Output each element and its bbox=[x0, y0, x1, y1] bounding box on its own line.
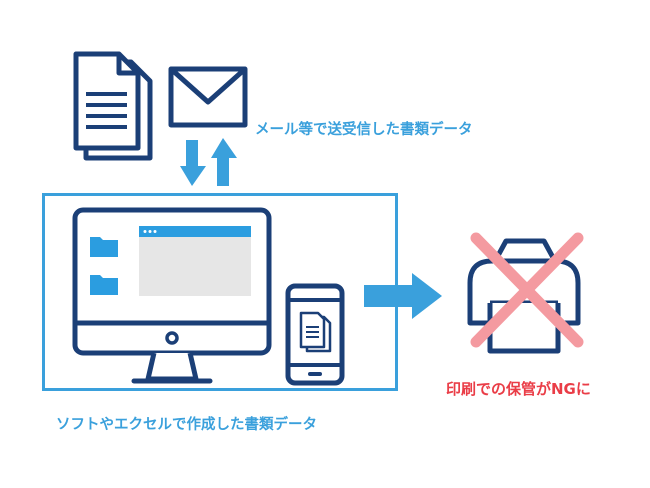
folder-icon bbox=[90, 237, 118, 257]
email-docs-label: メール等で送受信した書類データ bbox=[255, 122, 473, 138]
cross-mark-icon bbox=[470, 232, 584, 348]
documents-icon bbox=[73, 51, 153, 161]
envelope-icon bbox=[168, 66, 248, 128]
print-ng-label: 印刷での保管がNGに bbox=[446, 380, 591, 398]
document-icon bbox=[299, 311, 332, 353]
arrow-up-icon bbox=[211, 138, 237, 186]
software-docs-label: ソフトやエクセルで作成した書類データ bbox=[56, 417, 317, 433]
arrow-down-icon bbox=[180, 140, 206, 186]
arrow-right-icon bbox=[364, 273, 442, 319]
folder-icon bbox=[90, 275, 118, 295]
window-icon bbox=[139, 226, 251, 296]
